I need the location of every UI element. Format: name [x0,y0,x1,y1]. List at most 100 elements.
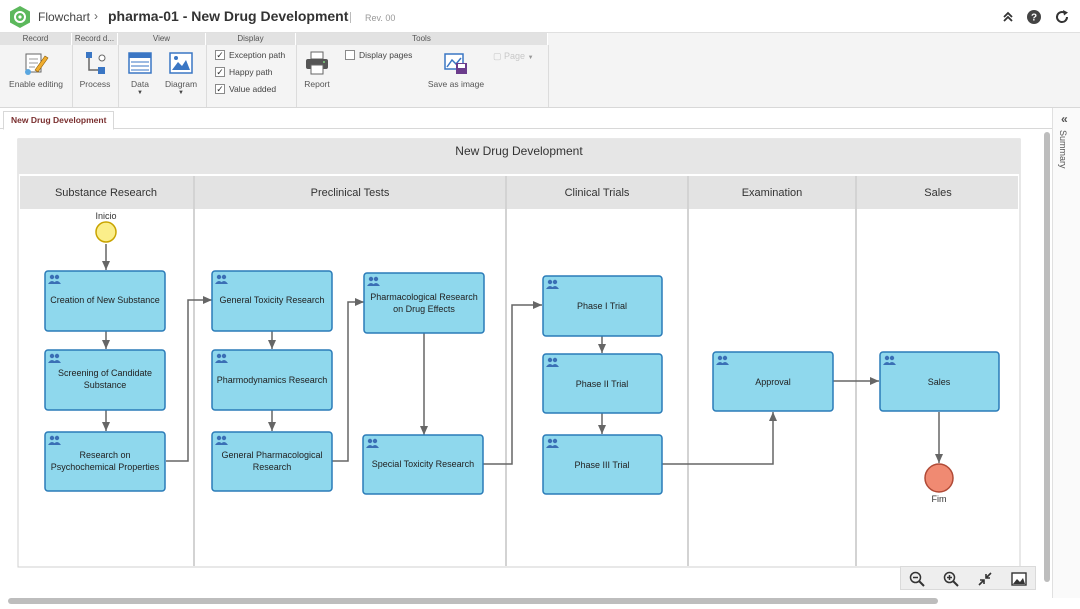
task-label: General Toxicity Research [220,295,325,305]
task-label: Substance [84,380,127,390]
task-phase-iii-trial[interactable]: Phase III Trial [542,434,663,495]
task-label: Pharmacological Research [370,292,478,302]
task-pharmacological-research-on-drug-effects[interactable]: Pharmacological Research on Drug Effects [363,272,485,334]
pool-title: New Drug Development [455,144,583,158]
title-bar: Flowchart › pharma-01 - New Drug Develop… [0,0,1080,33]
lane-title: Clinical Trials [565,187,630,199]
ribbon-group-tools: Tools [296,33,548,45]
refresh-icon[interactable] [1054,9,1070,25]
task-label: Special Toxicity Research [372,459,474,469]
checkbox-unchecked-icon [345,50,355,60]
diagram-view-label: Diagram [164,79,198,89]
checkbox-checked-icon: ✓ [215,50,225,60]
task-label: Phase II Trial [576,379,629,389]
data-table-icon [128,52,152,74]
happy-path-checkbox[interactable]: ✓ Happy path [215,67,272,77]
enable-editing-label: Enable editing [9,79,63,89]
page-dropdown: ▢ Page ▼ [493,51,534,62]
task-phase-ii-trial[interactable]: Phase II Trial [542,353,663,414]
task-label: Pharmodynamics Research [217,375,328,385]
connector [332,298,364,462]
page-title: pharma-01 - New Drug Development [108,8,349,24]
task-screening-of-candidate-substance[interactable]: Screening of Candidate Substance [44,349,166,411]
document-tabs: New Drug Development [0,108,1052,130]
task-label: Sales [928,377,951,387]
image-export-icon[interactable] [1011,571,1027,587]
lane-title: Examination [742,187,803,199]
horizontal-scrollbar[interactable] [8,598,938,604]
save-as-image-button[interactable]: Save as image [424,50,488,89]
task-phase-i-trial[interactable]: Phase I Trial [542,275,663,337]
lane-title: Substance Research [55,187,157,199]
pool-header [18,139,1020,174]
pool-container [17,138,1021,568]
chevron-down-icon: ▼ [527,55,534,61]
summary-label[interactable]: Summary [1058,130,1068,169]
lane-header [20,176,193,209]
lane-header [689,176,855,209]
task-label: Research [253,462,292,472]
task-general-pharmacological-research[interactable]: General Pharmacological Research [211,431,333,492]
ribbon-separator [206,45,207,107]
save-as-image-label: Save as image [427,79,485,89]
task-label: Creation of New Substance [50,295,160,305]
ribbon-separator [296,45,297,107]
enable-editing-button[interactable]: Enable editing [6,50,66,89]
checkbox-checked-icon: ✓ [215,84,225,94]
app-name[interactable]: Flowchart [38,10,91,24]
title-divider [350,12,351,23]
revision-label: Rev. 00 [365,13,396,23]
task-label: Approval [755,377,791,387]
help-icon[interactable]: ? [1026,9,1042,25]
data-view-button[interactable]: Data ▼ [124,50,156,96]
value-added-checkbox[interactable]: ✓ Value added [215,84,276,94]
report-button[interactable]: Report [300,50,334,89]
task-sales[interactable]: Sales [879,351,1000,412]
page-icon: ▢ [493,51,502,61]
task-approval[interactable]: Approval [712,351,834,412]
chevron-down-icon: ▼ [178,90,184,96]
report-label: Report [304,79,330,89]
task-special-toxicity-research[interactable]: Special Toxicity Research [362,434,484,495]
task-label: Phase III Trial [574,460,629,470]
display-pages-checkbox[interactable]: Display pages [345,50,412,60]
ribbon-separator [548,45,549,107]
ribbon-separator [72,45,73,107]
tab-new-drug-development[interactable]: New Drug Development [3,111,115,130]
breadcrumb-chevron-icon: › [94,9,98,23]
start-event[interactable] [95,221,117,243]
edit-document-icon [25,53,49,75]
chevron-double-left-icon[interactable]: « [1061,112,1068,126]
connector [662,412,777,465]
diagram-image-icon [169,52,193,74]
zoom-out-icon[interactable] [909,571,925,587]
task-label: on Drug Effects [393,304,455,314]
end-event[interactable] [924,463,954,493]
task-research-on-psychochemical-properties[interactable]: Research on Psychochemical Properties [44,431,166,492]
lane-header [507,176,687,209]
vertical-scrollbar[interactable] [1044,132,1050,582]
task-pharmodynamics-research[interactable]: Pharmodynamics Research [211,349,333,411]
start-event-label: Inicio [95,211,116,221]
task-general-toxicity-research[interactable]: General Toxicity Research [211,270,333,332]
task-creation-of-new-substance[interactable]: Creation of New Substance [44,270,166,332]
summary-panel-collapsed[interactable]: « Summary [1052,108,1080,598]
exception-path-label: Exception path [229,50,286,60]
happy-path-label: Happy path [229,67,273,77]
zoom-in-icon[interactable] [943,571,959,587]
fit-to-screen-icon[interactable] [977,571,993,587]
connector [166,296,212,462]
lane-title: Preclinical Tests [311,187,390,199]
diagram-view-button[interactable]: Diagram ▼ [162,50,200,96]
chevron-down-icon: ▼ [137,90,143,96]
process-button[interactable]: Process [76,50,114,89]
save-image-icon [444,53,467,74]
exception-path-checkbox[interactable]: ✓ Exception path [215,50,285,60]
page-label: Page [504,51,526,61]
collapse-up-icon[interactable] [1000,9,1016,25]
task-label: Psychochemical Properties [51,462,160,472]
process-label: Process [79,79,111,89]
zoom-toolbar [900,566,1036,590]
lane-header [857,176,1018,209]
